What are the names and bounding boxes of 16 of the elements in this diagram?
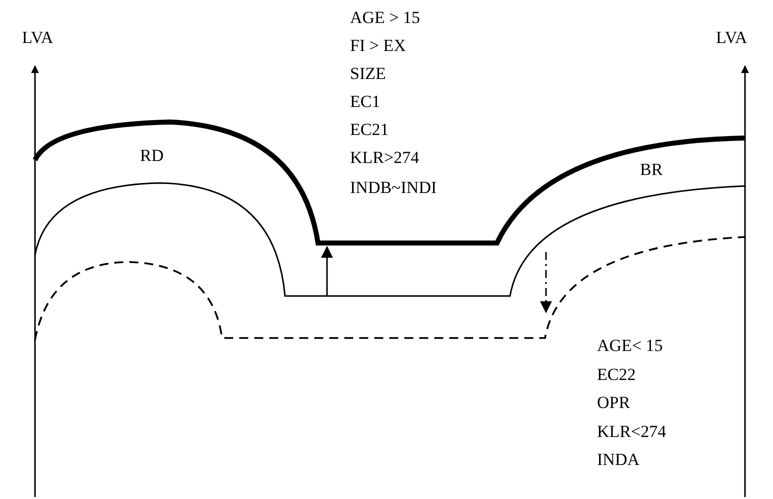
label-text: RD <box>140 146 164 166</box>
label-text: BR <box>640 160 663 180</box>
label-text: LVA <box>716 28 748 48</box>
label-text: AGE< 15 <box>597 336 663 356</box>
label-text: INDB~INDI <box>350 178 437 198</box>
label-text: EC1 <box>350 92 380 112</box>
label-text: FI > EX <box>350 36 406 56</box>
label-text: OPR <box>597 393 630 413</box>
label-text: SIZE <box>350 64 386 84</box>
label-text: EC22 <box>597 365 636 385</box>
label-text: EC21 <box>350 120 389 140</box>
label-text: KLR>274 <box>350 148 420 168</box>
label-text: INDA <box>597 450 640 470</box>
label-text: AGE > 15 <box>350 8 420 28</box>
label-text: KLR<274 <box>597 422 666 442</box>
label-text: LVA <box>22 28 54 48</box>
